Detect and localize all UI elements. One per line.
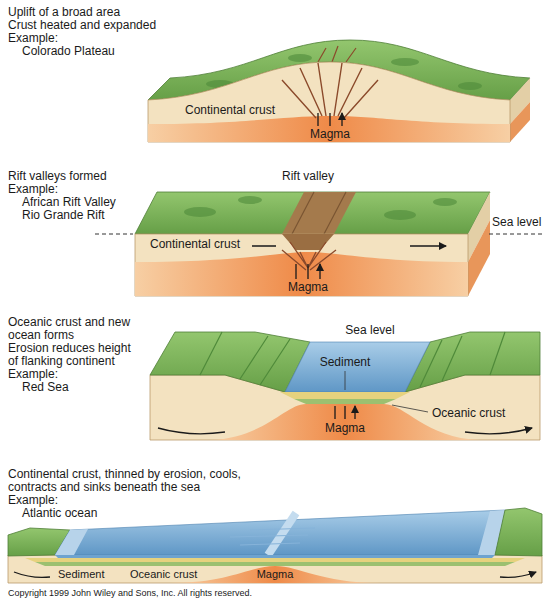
fracture-zone <box>230 528 315 545</box>
diagram-label: Copyright 1999 John Wiley and Sons, Inc.… <box>8 588 252 598</box>
sediment <box>280 392 410 399</box>
continental-shelf <box>55 510 505 555</box>
diagram-label: Red Sea <box>22 381 69 394</box>
rift-floor <box>282 192 356 234</box>
diagram-label: Magma <box>257 568 294 580</box>
forest-patch <box>458 82 482 90</box>
diagram-label: Sea level <box>345 324 394 337</box>
erosion-ridge <box>420 332 505 387</box>
land-surface <box>405 332 540 392</box>
forest-patch <box>288 54 312 62</box>
forest-patch <box>184 207 216 217</box>
forest-patch <box>384 210 416 220</box>
diagram-label: Rift valley <box>282 170 334 183</box>
surface-crack <box>318 46 356 62</box>
leader-line <box>345 371 428 412</box>
diagram-label: Magma <box>310 128 350 141</box>
forest-patch <box>238 196 262 204</box>
fault-line <box>292 192 346 234</box>
diagram-label: Atlantic ocean <box>22 507 97 520</box>
sea-surface <box>55 510 505 555</box>
magma <box>148 116 510 142</box>
diagram-label: African Rift Valley <box>22 196 116 209</box>
diagram-label: Oceanic crust <box>130 568 197 580</box>
magma <box>170 566 380 583</box>
diagram-label: Continental crust <box>150 238 240 251</box>
side-magma <box>510 102 530 142</box>
land-surface <box>150 332 310 392</box>
diagram-label: Example: <box>8 183 58 196</box>
crack <box>282 63 378 118</box>
land-surface <box>135 192 490 234</box>
sea-level-line <box>95 234 542 235</box>
crack <box>282 242 336 270</box>
diagram-label: Example: <box>8 494 58 507</box>
oceanic-crust <box>294 399 396 404</box>
continental-crust <box>8 555 542 583</box>
diagram-label: Erosion reduces height of flanking conti… <box>8 342 138 368</box>
sea-front <box>55 555 495 558</box>
land-surface <box>495 508 542 556</box>
diagram-label: Crust heated and expanded <box>8 19 156 32</box>
mid-ocean-ridge <box>268 513 296 555</box>
oceanic-crust <box>35 562 515 566</box>
diagram-label: Example: <box>8 32 58 45</box>
forest-patch <box>391 58 419 66</box>
sediment <box>25 558 525 562</box>
diagram-label: Uplift of a broad area <box>8 6 120 19</box>
diagram-label: Magma <box>288 281 328 294</box>
diagram-label: Sediment <box>320 356 371 369</box>
diagram-label: Sea level <box>492 216 541 229</box>
diagram-label: Rio Grande Rift <box>22 209 105 222</box>
rift-notch <box>282 234 334 250</box>
diagram-label: Continental crust, thinned by erosion, c… <box>8 468 258 494</box>
continental-crust <box>135 234 468 296</box>
diagram-label: Oceanic crust <box>432 407 505 420</box>
rising-arrow <box>296 264 320 279</box>
uplift-block <box>148 40 530 142</box>
mature-ocean-block <box>8 508 542 583</box>
spreading-arrow <box>252 245 446 246</box>
diagram-label: Example: <box>8 368 58 381</box>
diagram-label: Sediment <box>58 568 104 580</box>
forest-patch <box>433 198 457 206</box>
rift-block <box>95 192 542 296</box>
rising-arrow <box>335 406 355 419</box>
young-ocean-block <box>150 332 540 440</box>
erosion-ridge <box>200 332 290 385</box>
continental-crust <box>148 62 510 142</box>
diagram-label: Magma <box>325 422 365 435</box>
diagram-label: Oceanic crust and new ocean forms <box>8 316 138 342</box>
sea-surface <box>285 342 430 392</box>
rising-arrow <box>318 113 342 126</box>
diagram-label: Rift valleys formed <box>8 170 107 183</box>
side-magma <box>468 220 490 296</box>
diagram-label: Colorado Plateau <box>22 45 115 58</box>
diagram-label: Continental crust <box>185 104 275 117</box>
